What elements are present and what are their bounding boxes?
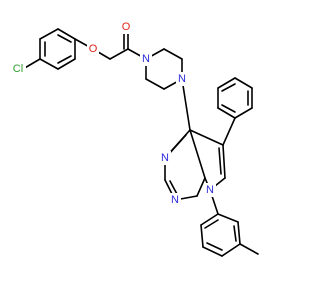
bond [218,147,222,175]
atom-label-n-pyrrole: N [206,184,214,196]
bond [200,224,204,248]
bond [217,213,239,223]
atom-o-ether: O [87,42,99,56]
atom-n-piperazine-bottom: N [176,72,188,86]
atom-label-n-piperazine-bottom: N [178,73,186,85]
bond [237,221,241,245]
bond [57,58,76,70]
atom-n-pyrimidine-bottom: N [169,193,181,207]
bond [217,77,236,89]
bond [234,107,253,119]
atom-label-layer: Cl O O N N N N [10,20,216,207]
bond [57,55,72,64]
bond [239,243,259,255]
bond [181,78,191,131]
atom-label-o-carbonyl: O [122,21,131,33]
bond [233,225,237,242]
atom-n-piperazine-top: N [140,52,152,66]
atom-n-pyrimidine-left: N [159,151,171,165]
bond [202,246,223,257]
molecule-svg: Cl O O N N N N [10,20,259,257]
bond [204,219,219,229]
atom-o-carbonyl: O [120,20,132,34]
bond [221,104,236,113]
bond [39,28,59,40]
bond [221,83,236,92]
bond [206,242,223,251]
bond [222,144,226,179]
molecule-structure: Cl O O N N N N [10,20,259,257]
bond [200,213,219,226]
atom-cl: Cl [10,62,26,76]
atom-label-n-pyrimidine-bottom: N [171,194,179,206]
atom-label-n-pyrimidine-left: N [161,152,169,164]
atom-label-n-piperazine-top: N [142,53,150,65]
bond [196,177,206,197]
bond [168,134,187,155]
bond [189,129,206,179]
bond [39,58,59,70]
bond [163,48,183,60]
atom-label-o-ether: O [89,43,98,55]
bond [234,77,253,89]
bond [109,48,129,60]
bond [57,28,76,40]
bond [222,117,236,146]
bond [189,129,224,146]
bond [145,78,165,90]
atom-label-cl: Cl [13,63,23,75]
atom-n-pyrrole: N [204,183,216,197]
bond [57,34,72,43]
bond [221,243,241,257]
bond [217,107,236,119]
